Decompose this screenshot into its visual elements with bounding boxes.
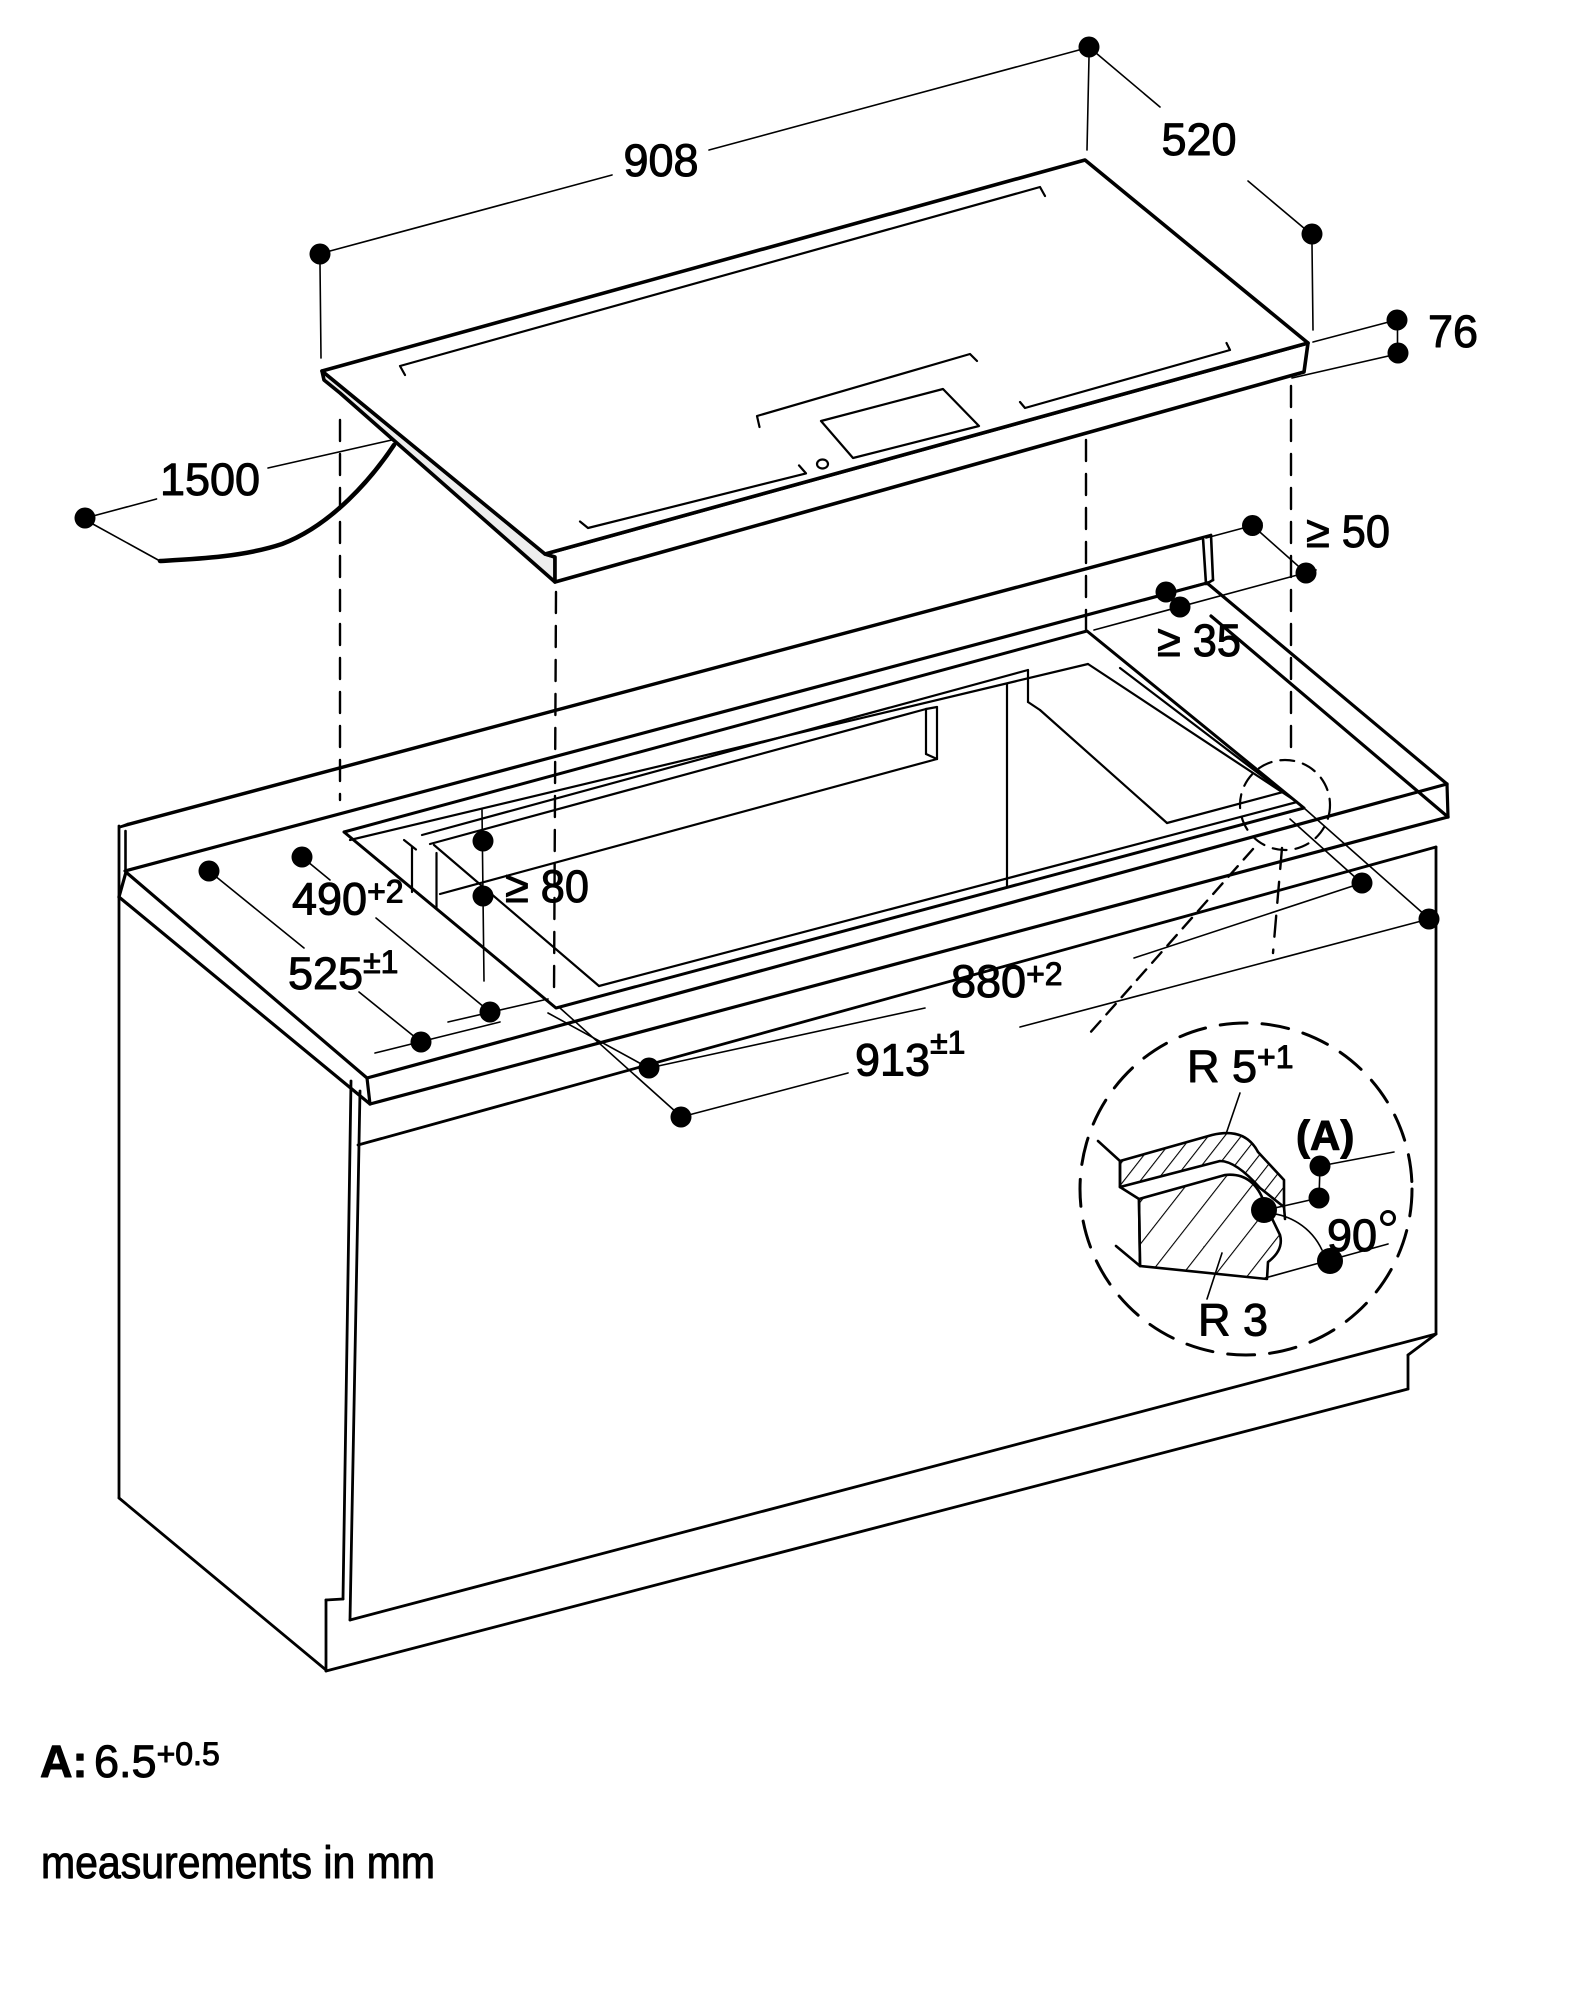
svg-text:R 5+1: R 5+1 (1187, 1039, 1294, 1092)
svg-text:908: 908 (623, 135, 698, 186)
svg-text:880+2: 880+2 (951, 956, 1063, 1007)
svg-text:≥ 35: ≥ 35 (1157, 615, 1241, 666)
svg-text:(A): (A) (1296, 1112, 1354, 1159)
svg-text:≥ 80: ≥ 80 (505, 861, 589, 912)
svg-text:A:6.5+0.5: A:6.5+0.5 (40, 1736, 220, 1787)
svg-text:≥ 50: ≥ 50 (1306, 506, 1390, 557)
svg-text:913±1: 913±1 (855, 1025, 965, 1086)
svg-text:490+2: 490+2 (292, 874, 404, 925)
svg-text:R 3: R 3 (1198, 1295, 1268, 1346)
svg-text:measurements in mm: measurements in mm (41, 1837, 435, 1888)
svg-text:1500: 1500 (160, 454, 260, 505)
svg-text:525±1: 525±1 (288, 944, 398, 999)
svg-text:90: 90 (1327, 1210, 1377, 1261)
svg-text:520: 520 (1161, 114, 1236, 165)
svg-text:76: 76 (1428, 306, 1478, 357)
